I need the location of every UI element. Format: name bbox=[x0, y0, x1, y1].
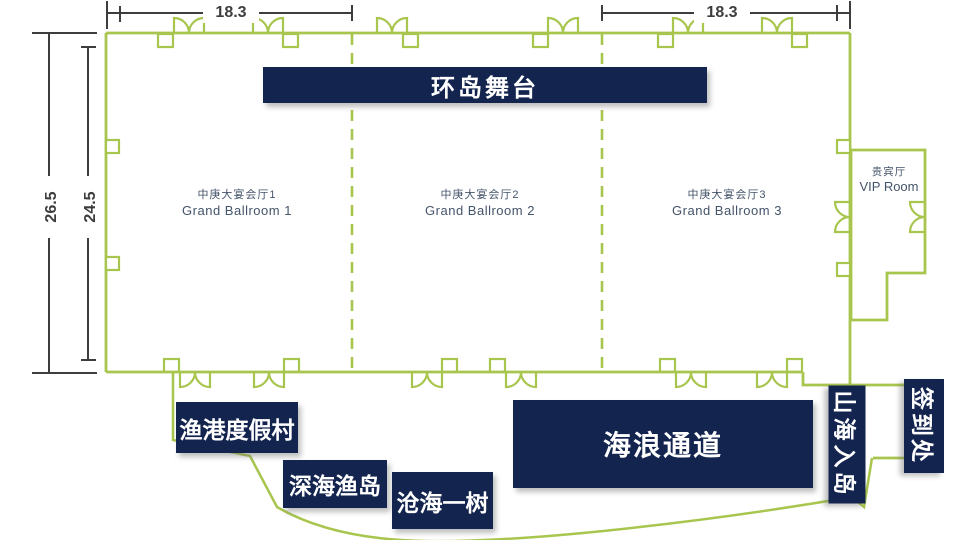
ballroom-1-name-en: Grand Ballroom 1 bbox=[182, 203, 292, 218]
dimension-lines bbox=[32, 1, 851, 374]
ballroom-2-label: 中庚大宴会厅2 Grand Ballroom 2 bbox=[395, 188, 565, 219]
stage-banner: 环岛舞台 bbox=[263, 67, 707, 103]
vip-room-outline bbox=[849, 148, 927, 322]
wave-corridor-banner: 海浪通道 bbox=[513, 400, 813, 488]
wall-jambs bbox=[104, 138, 852, 278]
dim-top-right-label: 18.3 bbox=[694, 3, 750, 23]
deep-sea-island-banner: 深海渔岛 bbox=[283, 460, 387, 508]
dim-top-left-label: 18.3 bbox=[203, 3, 259, 23]
dim-left-outer-label: 26.5 bbox=[42, 176, 62, 238]
vip-room-label: 贵宾厅 VIP Room bbox=[834, 166, 944, 194]
ballroom-1-label: 中庚大宴会厅1 Grand Ballroom 1 bbox=[152, 188, 322, 219]
ballroom-2-name-cn: 中庚大宴会厅2 bbox=[440, 189, 520, 201]
ballroom-3-name-en: Grand Ballroom 3 bbox=[672, 203, 782, 218]
sign-in-banner: 签到处 bbox=[904, 379, 944, 473]
vip-doors bbox=[833, 200, 926, 234]
bottom-wall-doors bbox=[162, 357, 804, 389]
sea-tree-banner: 沧海一树 bbox=[392, 472, 493, 529]
ballroom-1-name-cn: 中庚大宴会厅1 bbox=[197, 189, 277, 201]
entry-path-curve bbox=[171, 372, 874, 540]
ballroom-2-name-en: Grand Ballroom 2 bbox=[425, 203, 535, 218]
vip-room-name-en: VIP Room bbox=[859, 179, 919, 194]
ballroom-3-name-cn: 中庚大宴会厅3 bbox=[687, 189, 767, 201]
fishing-resort-banner: 渔港度假村 bbox=[176, 402, 298, 453]
ballroom-3-label: 中庚大宴会厅3 Grand Ballroom 3 bbox=[642, 188, 812, 219]
dim-left-inner-label: 24.5 bbox=[81, 176, 101, 238]
vip-room-name-cn: 贵宾厅 bbox=[871, 166, 907, 178]
island-entry-banner: 山海入岛 bbox=[828, 385, 866, 504]
